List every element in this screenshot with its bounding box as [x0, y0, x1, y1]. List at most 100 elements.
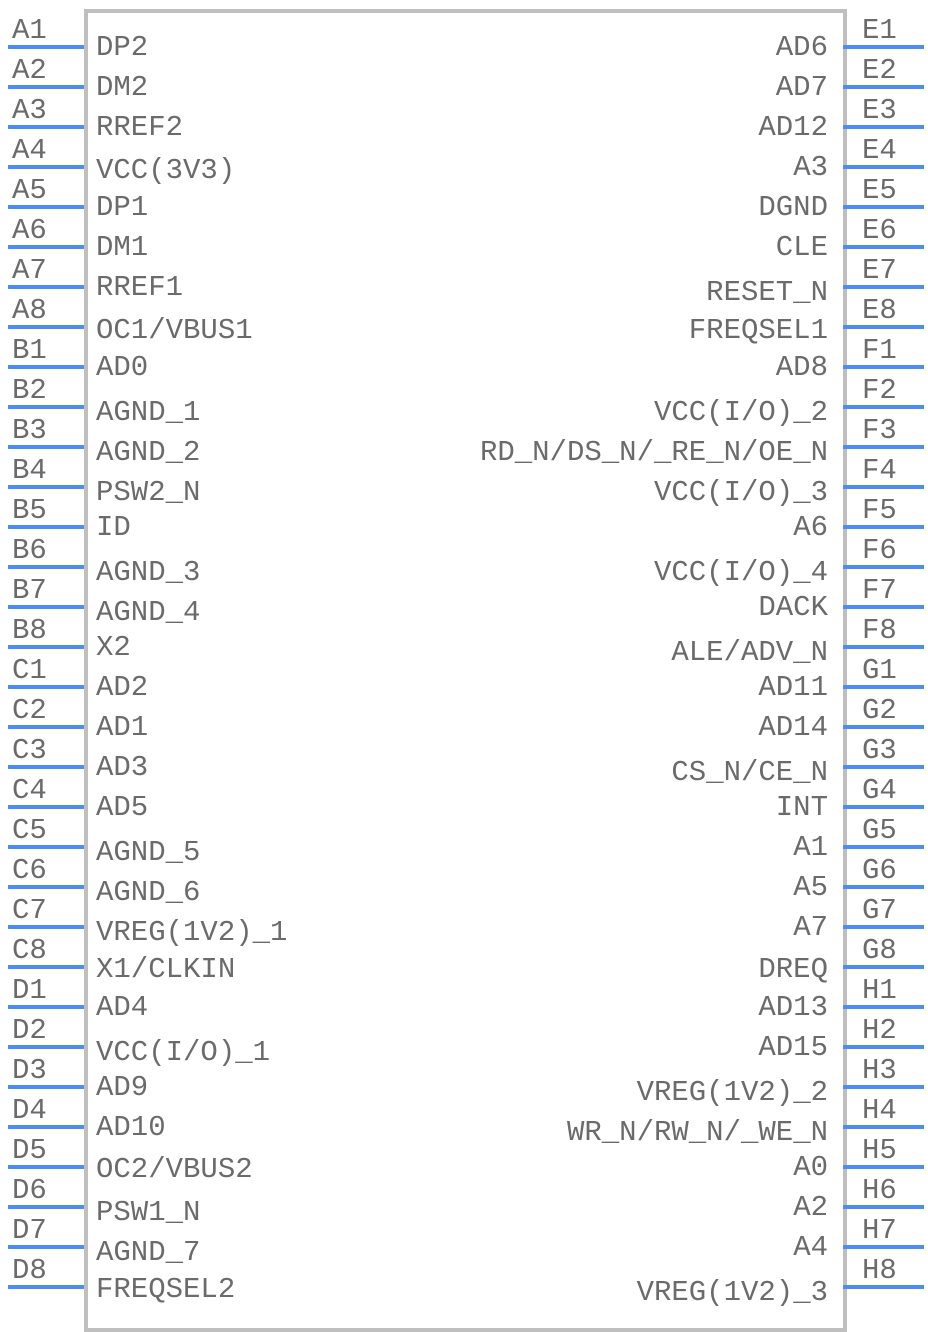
pin-number-h3: H3 [862, 1054, 897, 1087]
pin-number-g5: G5 [862, 814, 897, 847]
pin-name-c6: AGND_6 [96, 876, 201, 909]
pin-number-g2: G2 [862, 694, 897, 727]
pin-name-b7: AGND_4 [96, 596, 201, 629]
pin-name-f2: VCC(I/O)_2 [653, 396, 828, 429]
pin-number-b6: B6 [12, 534, 47, 567]
pin-line-g2 [843, 725, 924, 729]
pin-line-d6 [8, 1205, 84, 1209]
pin-name-b4: PSW2_N [96, 476, 201, 509]
pin-name-h4: WR_N/RW_N/_WE_N [566, 1116, 828, 1149]
pin-name-e1: AD6 [775, 31, 828, 64]
pin-line-e7 [843, 285, 924, 289]
pin-number-d1: D1 [12, 974, 47, 1007]
pin-number-e1: E1 [862, 14, 897, 47]
pin-number-h8: H8 [862, 1254, 897, 1287]
pin-name-d7: AGND_7 [96, 1236, 201, 1269]
pin-line-a5 [8, 205, 84, 209]
pin-number-f3: F3 [862, 414, 897, 447]
pin-name-f7: DACK [758, 591, 828, 624]
pin-name-g8: DREQ [758, 953, 828, 986]
pin-name-b8: X2 [96, 631, 131, 664]
pin-number-e3: E3 [862, 94, 897, 127]
pin-line-c8 [8, 965, 84, 969]
pin-name-b2: AGND_1 [96, 396, 201, 429]
pin-line-h8 [843, 1285, 924, 1289]
pin-name-c4: AD5 [96, 791, 149, 824]
pin-line-h1 [843, 1005, 924, 1009]
pin-number-f6: F6 [862, 534, 897, 567]
pin-number-a2: A2 [12, 54, 47, 87]
pin-number-d7: D7 [12, 1214, 47, 1247]
pin-line-f8 [843, 645, 924, 649]
pin-line-f2 [843, 405, 924, 409]
pin-name-c8: X1/CLKIN [96, 953, 236, 986]
pin-number-a6: A6 [12, 214, 47, 247]
pin-line-d1 [8, 1005, 84, 1009]
pin-number-f7: F7 [862, 574, 897, 607]
pin-line-b3 [8, 445, 84, 449]
pin-line-g6 [843, 885, 924, 889]
pin-number-a5: A5 [12, 174, 47, 207]
pin-name-b1: AD0 [96, 351, 149, 384]
pin-number-d4: D4 [12, 1094, 47, 1127]
pin-line-b1 [8, 365, 84, 369]
pin-name-d4: AD10 [96, 1111, 166, 1144]
pin-name-c7: VREG(1V2)_1 [96, 916, 288, 949]
pin-line-a7 [8, 285, 84, 289]
pin-name-f4: VCC(I/O)_3 [653, 476, 828, 509]
pin-line-c2 [8, 725, 84, 729]
pin-number-d8: D8 [12, 1254, 47, 1287]
pin-number-c3: C3 [12, 734, 47, 767]
pin-name-f8: ALE/ADV_N [671, 636, 828, 669]
pin-number-b5: B5 [12, 494, 47, 527]
pin-line-h7 [843, 1245, 924, 1249]
pin-number-h6: H6 [862, 1174, 897, 1207]
pin-number-e7: E7 [862, 254, 897, 287]
pin-line-b2 [8, 405, 84, 409]
pin-line-e8 [843, 325, 924, 329]
pin-name-g3: CS_N/CE_N [671, 756, 828, 789]
pin-line-f3 [843, 445, 924, 449]
pin-number-b1: B1 [12, 334, 47, 367]
pin-name-d2: VCC(I/O)_1 [96, 1036, 271, 1069]
pin-number-g3: G3 [862, 734, 897, 767]
pin-number-c2: C2 [12, 694, 47, 727]
pin-line-g8 [843, 965, 924, 969]
pin-number-h5: H5 [862, 1134, 897, 1167]
pin-name-h5: A0 [793, 1151, 828, 1184]
pin-number-c8: C8 [12, 934, 47, 967]
pin-line-g1 [843, 685, 924, 689]
pin-line-c4 [8, 805, 84, 809]
pin-line-h3 [843, 1085, 924, 1089]
pin-number-d3: D3 [12, 1054, 47, 1087]
pin-name-a6: DM1 [96, 231, 149, 264]
pin-name-g1: AD11 [758, 671, 828, 704]
pin-line-g7 [843, 925, 924, 929]
pin-number-a4: A4 [12, 134, 47, 167]
pin-line-g3 [843, 765, 924, 769]
pin-name-h8: VREG(1V2)_3 [636, 1276, 828, 1309]
pin-number-h1: H1 [862, 974, 897, 1007]
pin-name-e5: DGND [758, 191, 828, 224]
pin-name-f6: VCC(I/O)_4 [653, 556, 828, 589]
pin-name-g2: AD14 [758, 711, 828, 744]
pin-line-b7 [8, 605, 84, 609]
pin-name-h3: VREG(1V2)_2 [636, 1076, 828, 1109]
pin-name-b3: AGND_2 [96, 436, 201, 469]
ic-body [84, 9, 847, 1332]
pin-number-e2: E2 [862, 54, 897, 87]
pin-name-h1: AD13 [758, 991, 828, 1024]
pin-number-g4: G4 [862, 774, 897, 807]
pin-number-e6: E6 [862, 214, 897, 247]
pin-line-f1 [843, 365, 924, 369]
pin-name-a2: DM2 [96, 71, 149, 104]
pin-number-a7: A7 [12, 254, 47, 287]
pin-line-b8 [8, 645, 84, 649]
pin-name-e8: FREQSEL1 [688, 314, 828, 347]
pin-name-g6: A5 [793, 871, 828, 904]
pin-name-d3: AD9 [96, 1071, 149, 1104]
pin-name-e2: AD7 [775, 71, 828, 104]
pin-line-d7 [8, 1245, 84, 1249]
pin-name-g7: A7 [793, 911, 828, 944]
pin-name-g5: A1 [793, 831, 828, 864]
